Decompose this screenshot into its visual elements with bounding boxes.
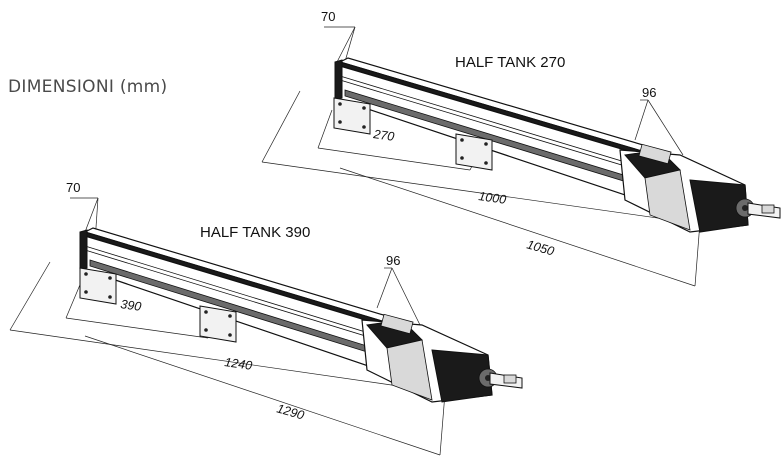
bracket-front — [455, 133, 493, 171]
dim-width-front: 96 — [642, 85, 656, 100]
dim-body-length: 1240 — [224, 355, 254, 373]
actuator-half-tank-270: 70 HALF TANK 270 96 270 1000 1050 — [261, 9, 781, 287]
motor-housing — [619, 143, 755, 233]
dim-bracket-spacing: 270 — [372, 127, 396, 144]
dim-overall-length: 1050 — [525, 237, 556, 258]
dim-width-rear: 70 — [321, 9, 335, 24]
page-title: DIMENSIONI (mm) — [8, 77, 168, 97]
dim-width-front: 96 — [386, 253, 400, 268]
bracket-rear — [333, 97, 371, 135]
bracket-front — [199, 305, 237, 343]
dim-bracket-spacing: 390 — [120, 297, 143, 314]
dim-body-length: 1000 — [478, 189, 508, 207]
actuator-half-tank-390: 70 HALF TANK 390 96 390 1240 1290 — [9, 180, 523, 456]
bracket-rear — [79, 267, 117, 305]
model-label: HALF TANK 390 — [200, 224, 310, 241]
motor-housing — [361, 313, 498, 403]
dim-overall-length: 1290 — [275, 401, 306, 422]
dim-width-rear: 70 — [66, 180, 80, 195]
model-label: HALF TANK 270 — [455, 54, 565, 71]
